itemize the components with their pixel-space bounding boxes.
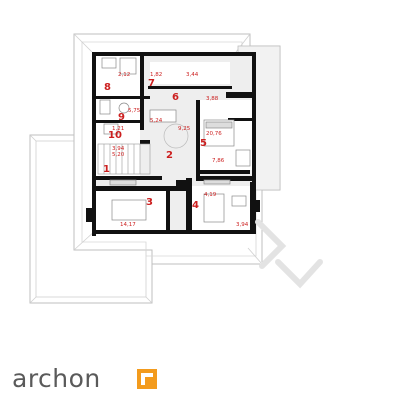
furniture bbox=[99, 57, 251, 223]
bathroom-area bbox=[96, 56, 140, 176]
room-10-number: 10 bbox=[108, 130, 122, 141]
archon-logo: archon bbox=[12, 360, 157, 396]
area-label-2: 3,94 bbox=[236, 222, 249, 228]
room-2-number: 2 bbox=[166, 150, 173, 161]
staircase bbox=[97, 143, 151, 175]
room-8-area: 2,12 bbox=[118, 72, 130, 78]
room-10-area: 1,21 bbox=[112, 126, 124, 132]
room-2-area: 9,25 bbox=[178, 126, 191, 132]
area-label-5: 5,20 bbox=[112, 152, 125, 158]
room-6-number: 6 bbox=[172, 92, 179, 103]
room-3-number: 3 bbox=[146, 197, 153, 208]
watermark-graphic bbox=[255, 219, 323, 289]
room-4-area: 4,19 bbox=[204, 192, 217, 198]
walls bbox=[86, 52, 260, 236]
room-3-area: 14,17 bbox=[120, 222, 136, 228]
room-6-floor bbox=[150, 62, 230, 84]
room-5-number: 5 bbox=[200, 138, 207, 149]
room-5-area: 20,76 bbox=[206, 131, 222, 137]
room-labels: 1 3,94 2 9,25 3 14,17 4 4,19 5 20,76 6 3… bbox=[103, 72, 249, 228]
brand-square-icon bbox=[137, 369, 157, 389]
room-6-area: 3,44 bbox=[186, 72, 199, 78]
room-7-number: 7 bbox=[148, 78, 155, 89]
room-8-number: 8 bbox=[104, 82, 111, 93]
area-label-4: 3,88 bbox=[206, 96, 219, 102]
area-label-3: 5,24 bbox=[150, 118, 163, 124]
room-1-number: 1 bbox=[103, 164, 110, 175]
area-label-1: 7,86 bbox=[212, 158, 225, 164]
room-9-number: 9 bbox=[118, 112, 125, 123]
room-9-area: 5,75 bbox=[128, 108, 141, 114]
room-7-area: 1,82 bbox=[150, 72, 162, 78]
brand-name: archon bbox=[12, 363, 101, 393]
room-1-area: 3,94 bbox=[112, 146, 125, 152]
room-4-number: 4 bbox=[192, 200, 199, 211]
